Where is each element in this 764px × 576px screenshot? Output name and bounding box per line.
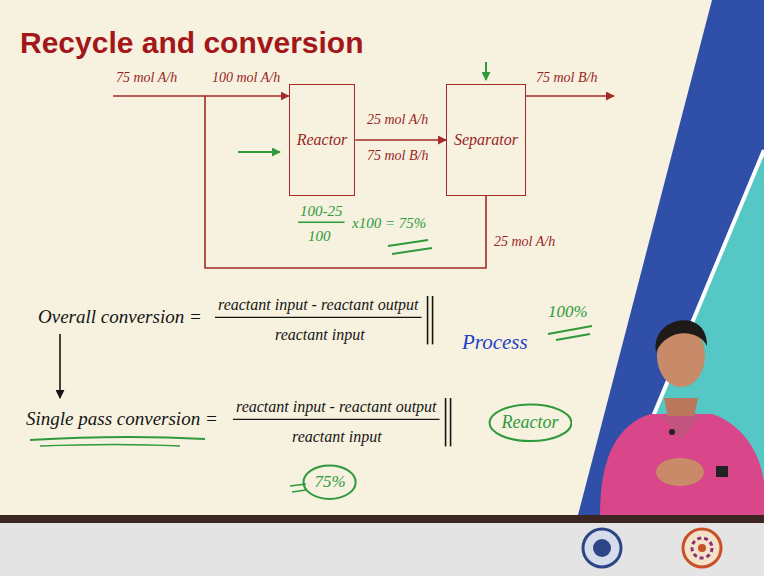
- scope-note: Process: [462, 330, 528, 354]
- product-stream-line: [526, 95, 614, 97]
- green-pointer-arrow: [485, 62, 487, 80]
- value-note: 100%: [548, 302, 588, 322]
- stream-arrow: [205, 96, 486, 268]
- fraction-numerator: reactant input - reactant output: [236, 398, 437, 416]
- green-pointer-arrow: [238, 151, 280, 153]
- stream-label: 75 mol B/h: [536, 70, 597, 86]
- slide-title: Recycle and conversion: [20, 26, 363, 61]
- circle-outline: [489, 405, 571, 442]
- circle-outline: [304, 465, 356, 498]
- stream-label: 25 mol A/h: [494, 234, 555, 250]
- footer-bar: [0, 515, 764, 523]
- node-text: Separator: [454, 130, 518, 149]
- double-bar: [432, 296, 434, 344]
- institute-logo: [583, 529, 621, 567]
- stream-label: 75 mol B/h: [367, 148, 428, 164]
- fraction-denominator: reactant input: [292, 428, 382, 446]
- down-arrow: [59, 334, 61, 398]
- stream-arrow: [355, 139, 446, 141]
- circled-note: Reactor: [488, 403, 573, 443]
- fraction-bar: [215, 317, 422, 318]
- fraction-bar: [233, 419, 440, 420]
- node-text: 75%: [314, 472, 345, 492]
- node-text: Reactor: [502, 412, 559, 434]
- stream-label: 100 mol A/h: [212, 70, 280, 86]
- node-text: Reactor: [297, 130, 348, 149]
- lecturer-figure: [600, 320, 764, 515]
- green-check-marks: [548, 326, 592, 340]
- equation-term: Single pass conversion =: [26, 408, 218, 430]
- calc-note: x100 = 75%: [352, 215, 426, 232]
- fraction-denominator: reactant input: [275, 326, 365, 344]
- fraction-numerator: reactant input - reactant output: [218, 296, 419, 314]
- green-underline: [388, 240, 432, 254]
- calc-note: 100-25: [300, 203, 343, 220]
- double-bar: [427, 296, 429, 344]
- calc-fraction-bar: [298, 221, 345, 223]
- feed-stream-line: [113, 95, 205, 97]
- stream-label: 75 mol A/h: [116, 70, 177, 86]
- circled-note: 75%: [302, 464, 357, 500]
- green-underline: [40, 445, 180, 447]
- blue-band: [578, 0, 764, 515]
- course-logo: [683, 529, 721, 567]
- slide-ground: [0, 0, 764, 515]
- calc-note: 100: [308, 228, 331, 245]
- process-box: Reactor: [289, 84, 356, 196]
- green-underline: [30, 437, 205, 440]
- process-box: Separator: [446, 84, 526, 196]
- footer-ground: [0, 523, 764, 576]
- double-bar: [450, 398, 452, 446]
- equation-term: Overall conversion =: [38, 306, 202, 328]
- stream-label: 25 mol A/h: [367, 112, 428, 128]
- double-bar: [445, 398, 447, 446]
